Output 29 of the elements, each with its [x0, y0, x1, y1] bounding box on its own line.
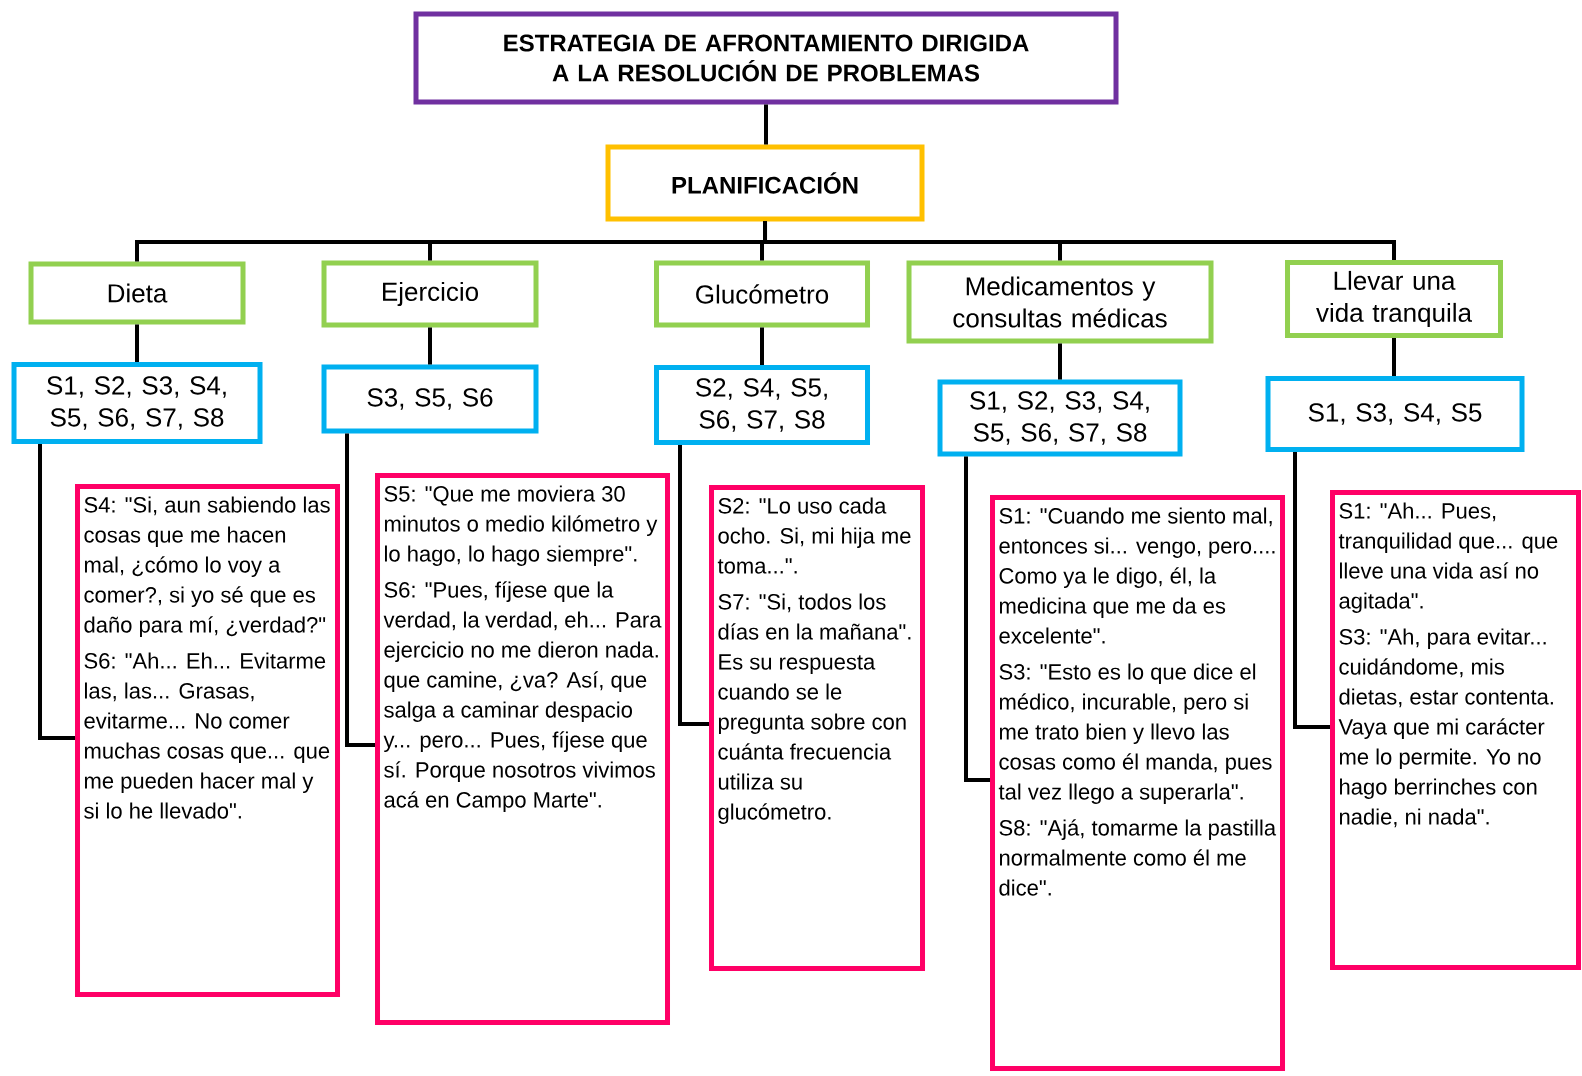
category-box: Glucómetro — [654, 260, 870, 328]
quote-box: S2: "Lo uso cada ocho. Si, mi hija me toma...". S7: "Si, todos los días en la mañana". Es su respuesta cuando se le pregunta sobre con cuánta frecuencia utiliza su glucómetro. — [709, 485, 925, 971]
connector-line — [760, 327, 764, 365]
category-box: PLANIFICACIÓN — [605, 144, 925, 222]
connector-line — [135, 324, 139, 362]
participants-box: S1, S3, S4, S5 — [1265, 376, 1525, 452]
category-box: Medicamentos y consultas médicas — [906, 260, 1214, 344]
connector-line — [764, 104, 768, 145]
category-box: Dieta — [28, 261, 246, 325]
quote-box: S4: "Si, aun sabiendo las cosas que me hacen mal, ¿cómo lo voy a comer?, si yo sé que es daño para mí, ¿verdad?" S6: "Ah... Eh... Evitarme las, las... Grasas, evitarme... No comer muchas cosas que... que me pueden hacer mal y si lo he llevado". — [75, 484, 340, 997]
connector-line — [1058, 343, 1062, 380]
connector-line — [1392, 338, 1396, 376]
quote-box: S1: "Ah... Pues, tranquilidad que... que lleve una vida así no agitada". S3: "Ah, para evitar... cuidándome, mis dietas, estar contenta. Vaya que mi carácter me lo permite. Yo no hago berrinches con nadie, ni nada". — [1330, 490, 1581, 970]
participants-box: S1, S2, S3, S4, S5, S6, S7, S8 — [11, 362, 263, 444]
connector-line — [345, 433, 375, 747]
participants-box: S1, S2, S3, S4, S5, S6, S7, S8 — [937, 379, 1183, 457]
connector-line — [678, 445, 709, 726]
connector-line — [763, 221, 1396, 260]
connector-line — [428, 327, 432, 365]
participants-box: S3, S5, S6 — [321, 364, 539, 434]
connector-line — [964, 456, 990, 782]
quote-box: S5: "Que me moviera 30 minutos o medio kilómetro y lo hago, lo hago siempre". S6: "Pues, fíjese que la verdad, la verdad, eh... Para ejercicio no me dieron nada. que camine, ¿va? Así, que salga a caminar despacio y... pero... Pues, fíjese que sí. Porque nosotros vivimos acá en Campo Marte". — [375, 473, 670, 1025]
participants-box: S2, S4, S5, S6, S7, S8 — [654, 365, 870, 445]
connector-line — [1293, 452, 1330, 729]
category-box: Llevar una vida tranquila — [1285, 260, 1503, 338]
heading-box: ESTRATEGIA DE AFRONTAMIENTO DIRIGIDA A LA RESOLUCIÓN DE PROBLEMAS — [413, 11, 1119, 105]
connector-line — [38, 444, 75, 740]
category-box: Ejercicio — [321, 260, 539, 328]
quote-box: S1: "Cuando me siento mal, entonces si... vengo, pero.... Como ya le digo, él, la medicina que me da es excelente". S3: "Esto es lo que dice el médico, incurable, pero si me trato bien y llevo las cosas como él manda, pues tal vez llego a superarla". S8: "Ajá, tomarme la pastilla normalmente como él me dice". — [990, 495, 1285, 1071]
